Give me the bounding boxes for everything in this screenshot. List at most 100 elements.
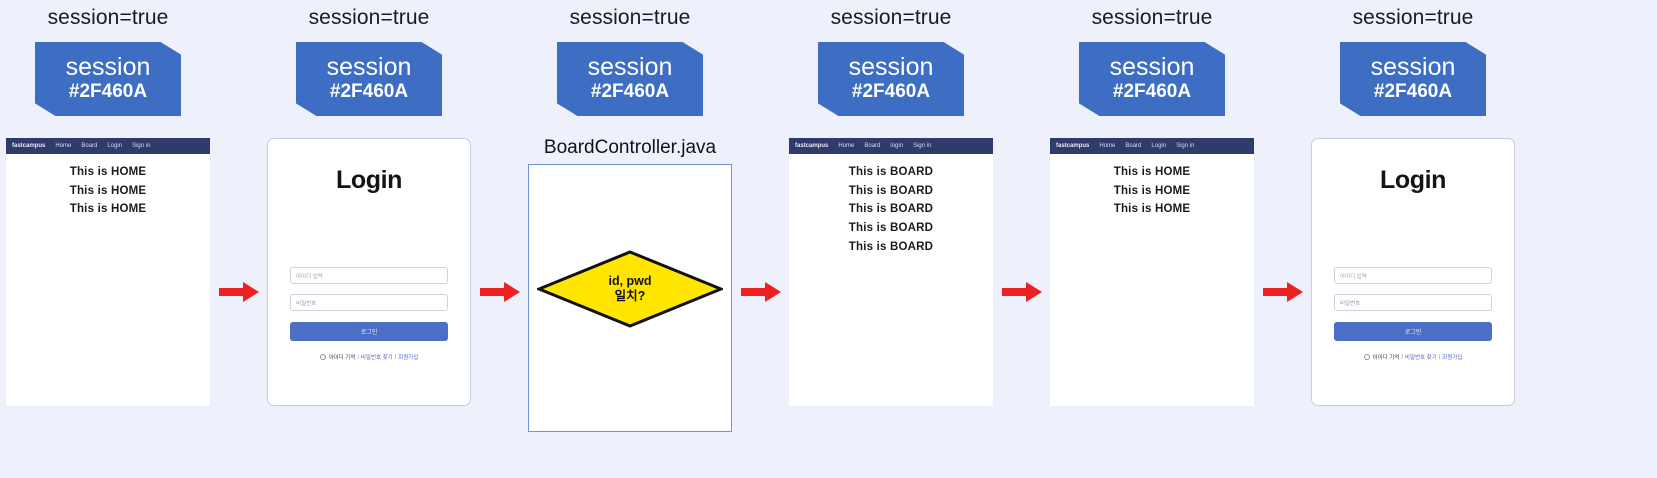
flow-step-home-page-2: session=true session #2F460A fastcampus … bbox=[1044, 0, 1260, 478]
navbar-link-signin[interactable]: Sign in bbox=[913, 143, 932, 149]
navbar-link-login[interactable]: Login bbox=[107, 143, 123, 149]
session-badge-id: #2F460A bbox=[1373, 81, 1453, 103]
navbar-brand[interactable]: fastcampus bbox=[795, 143, 829, 149]
navbar-link-login[interactable]: login bbox=[890, 143, 904, 149]
find-password-link[interactable]: 비밀번호 찾기 bbox=[360, 355, 393, 361]
page-line: This is HOME bbox=[69, 166, 147, 178]
session-badge: session #2F460A bbox=[1340, 42, 1486, 116]
flow-step-login-page-2: session=true session #2F460A Login 아이디 입… bbox=[1305, 0, 1521, 478]
login-title: Login bbox=[335, 166, 403, 194]
page-line: This is BOARD bbox=[848, 240, 934, 253]
login-password-placeholder: 비밀번호 bbox=[1340, 300, 1361, 307]
login-password-placeholder: 비밀번호 bbox=[296, 300, 317, 307]
navbar-link-board[interactable]: Board bbox=[864, 143, 881, 149]
page-line: This is BOARD bbox=[848, 166, 934, 178]
board-page: fastcampus Home Board login Sign in This… bbox=[789, 138, 993, 406]
session-badge: session #2F460A bbox=[296, 42, 442, 116]
session-badge-id: #2F460A bbox=[68, 81, 148, 103]
session-badge-title: session bbox=[848, 53, 934, 82]
login-id-input[interactable]: 아이디 입력 bbox=[1334, 267, 1492, 284]
navbar-link-home[interactable]: Home bbox=[1099, 143, 1116, 149]
navbar-brand[interactable]: fastcampus bbox=[12, 143, 46, 149]
login-links-row: 아이디 기억 | 비밀번호 찾기 | 회원가입 bbox=[1363, 353, 1463, 361]
arrow-right-icon bbox=[1001, 282, 1042, 302]
home-page: fastcampus Home Board Login Sign in This… bbox=[1050, 138, 1254, 406]
find-password-link[interactable]: 비밀번호 찾기 bbox=[1404, 355, 1437, 361]
login-password-input[interactable]: 비밀번호 bbox=[290, 294, 448, 311]
session-badge-id: #2F460A bbox=[851, 81, 931, 103]
navbar-link-board[interactable]: Board bbox=[81, 143, 98, 149]
controller-title: BoardController.java bbox=[543, 137, 717, 158]
session-badge: session #2F460A bbox=[818, 42, 964, 116]
remember-id-checkbox[interactable] bbox=[1363, 354, 1370, 360]
flow-arrow-5 bbox=[1260, 0, 1305, 478]
page-content: This is BOARD This is BOARD This is BOAR… bbox=[789, 154, 993, 256]
page-content: This is HOME This is HOME This is HOME bbox=[6, 154, 210, 219]
page-line: This is HOME bbox=[1113, 166, 1191, 178]
login-submit-button[interactable]: 로그인 bbox=[1334, 322, 1492, 341]
site-navbar: fastcampus Home Board Login Sign in bbox=[1050, 138, 1254, 154]
login-password-input[interactable]: 비밀번호 bbox=[1334, 294, 1492, 311]
session-state-label: session=true bbox=[47, 6, 169, 29]
remember-id-label: 아이디 기억 bbox=[1372, 355, 1400, 361]
site-navbar: fastcampus Home Board login Sign in bbox=[789, 138, 993, 154]
arrow-right-icon bbox=[740, 282, 781, 302]
browser-page-mock: fastcampus Home Board Login Sign in This… bbox=[6, 138, 210, 406]
arrow-right-icon bbox=[218, 282, 259, 302]
decision-line-1: id, pwd bbox=[608, 273, 652, 288]
page-line: This is HOME bbox=[69, 184, 147, 197]
session-state-label: session=true bbox=[830, 6, 952, 29]
flow-step-board-controller: session=true session #2F460A BoardContro… bbox=[522, 0, 738, 478]
signup-link[interactable]: 회원가입 bbox=[1442, 355, 1463, 361]
arrow-right-icon bbox=[479, 282, 520, 302]
flow-step-board-page: session=true session #2F460A fastcampus … bbox=[783, 0, 999, 478]
link-separator: | bbox=[357, 354, 359, 360]
session-badge-id: #2F460A bbox=[329, 81, 409, 103]
session-badge-id: #2F460A bbox=[1112, 81, 1192, 103]
navbar-link-signin[interactable]: Sign in bbox=[1176, 143, 1195, 149]
navbar-link-login[interactable]: Login bbox=[1151, 143, 1167, 149]
login-id-input[interactable]: 아이디 입력 bbox=[290, 267, 448, 284]
browser-page-mock: fastcampus Home Board Login Sign in This… bbox=[1050, 138, 1254, 406]
controller-box: id, pwd 일치? bbox=[528, 164, 732, 432]
login-page: Login 아이디 입력 비밀번호 로그인 아이디 기억 | 비밀번호 찾기 bbox=[1311, 138, 1515, 406]
decision-line-2: 일치? bbox=[614, 289, 646, 303]
flow-arrow-2 bbox=[477, 0, 522, 478]
page-line: This is HOME bbox=[69, 203, 147, 216]
session-badge-title: session bbox=[1370, 53, 1456, 82]
navbar-link-home[interactable]: Home bbox=[838, 143, 855, 149]
browser-page-mock: Login 아이디 입력 비밀번호 로그인 아이디 기억 | 비밀번호 찾기 bbox=[1311, 138, 1515, 406]
page-line: This is HOME bbox=[1113, 184, 1191, 197]
session-badge: session #2F460A bbox=[557, 42, 703, 116]
session-state-label: session=true bbox=[308, 6, 430, 29]
navbar-link-board[interactable]: Board bbox=[1125, 143, 1142, 149]
login-title: Login bbox=[1379, 166, 1447, 194]
remember-id-label: 아이디 기억 bbox=[328, 355, 356, 361]
browser-page-mock: Login 아이디 입력 비밀번호 로그인 아이디 기억 | 비밀번호 찾기 bbox=[267, 138, 471, 406]
page-content: This is HOME This is HOME This is HOME bbox=[1050, 154, 1254, 219]
login-id-placeholder: 아이디 입력 bbox=[1340, 273, 1367, 280]
page-line: This is BOARD bbox=[848, 203, 934, 216]
arrow-right-icon bbox=[1262, 282, 1303, 302]
navbar-link-signin[interactable]: Sign in bbox=[132, 143, 151, 149]
site-navbar: fastcampus Home Board Login Sign in bbox=[6, 138, 210, 154]
session-state-label: session=true bbox=[569, 6, 691, 29]
remember-id-checkbox[interactable] bbox=[319, 354, 326, 360]
navbar-link-home[interactable]: Home bbox=[55, 143, 72, 149]
navbar-brand[interactable]: fastcampus bbox=[1056, 143, 1090, 149]
page-line: This is BOARD bbox=[848, 184, 934, 197]
login-submit-button[interactable]: 로그인 bbox=[290, 322, 448, 341]
flow-step-login-page-1: session=true session #2F460A Login 아이디 입… bbox=[261, 0, 477, 478]
flow-arrow-3 bbox=[738, 0, 783, 478]
session-badge-title: session bbox=[326, 53, 412, 82]
link-separator: | bbox=[394, 354, 397, 360]
home-page: fastcampus Home Board Login Sign in This… bbox=[6, 138, 210, 406]
signup-link[interactable]: 회원가입 bbox=[398, 355, 419, 361]
session-badge: session #2F460A bbox=[35, 42, 181, 116]
login-links-row: 아이디 기억 | 비밀번호 찾기 | 회원가입 bbox=[319, 353, 419, 361]
browser-page-mock: fastcampus Home Board login Sign in This… bbox=[789, 138, 993, 406]
session-badge-id: #2F460A bbox=[590, 81, 670, 103]
page-line: This is BOARD bbox=[848, 221, 934, 234]
login-page: Login 아이디 입력 비밀번호 로그인 아이디 기억 | 비밀번호 찾기 bbox=[267, 138, 471, 406]
